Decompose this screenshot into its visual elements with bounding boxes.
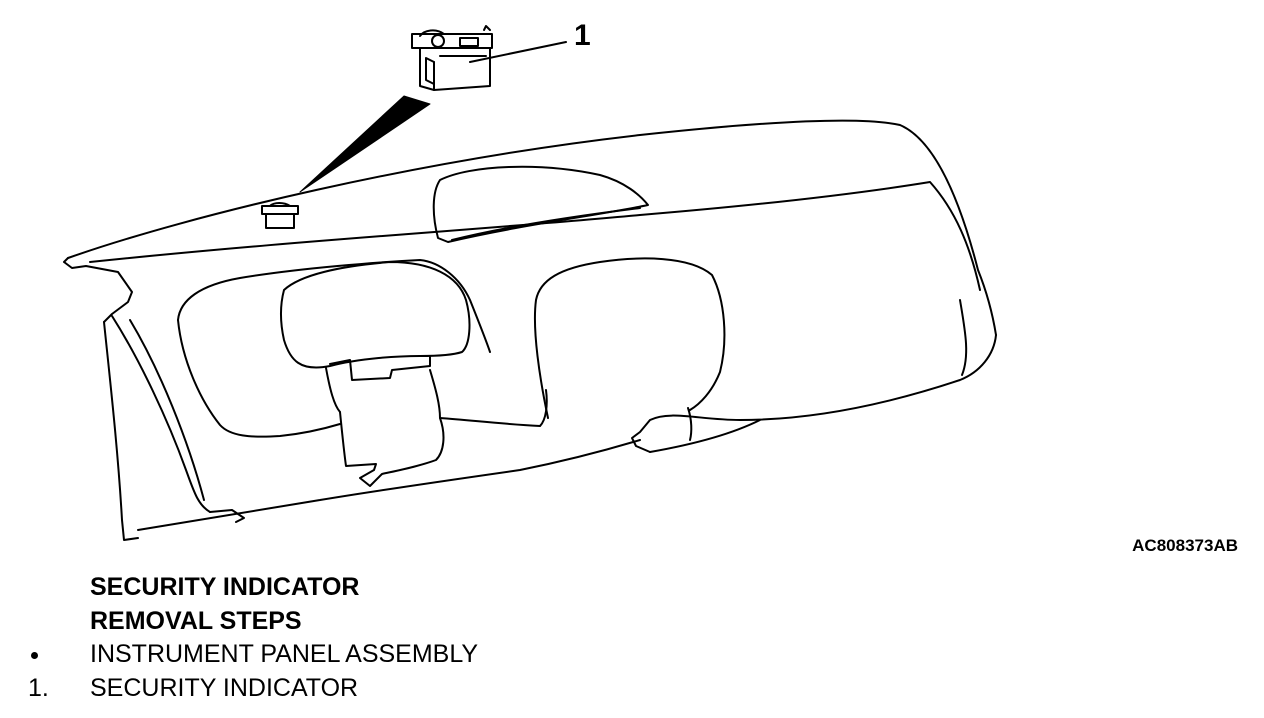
- steering-column-area: [280, 261, 471, 487]
- procedure-subtitle: REMOVAL STEPS: [90, 607, 302, 635]
- step-security-indicator: 1. SECURITY INDICATOR: [0, 672, 1264, 704]
- step-number: 1.: [28, 674, 49, 702]
- callout-leader-line: [469, 41, 567, 63]
- figure-code: AC808373AB: [1132, 536, 1238, 555]
- security-indicator-installed: [261, 202, 299, 229]
- callout-number-1: 1: [574, 19, 591, 52]
- glove-box-area: [533, 257, 726, 419]
- instrument-panel-diagram: [63, 25, 997, 541]
- security-indicator-enlarged: [411, 25, 493, 91]
- step-instrument-panel-assembly: INSTRUMENT PANEL ASSEMBLY: [0, 638, 1264, 670]
- leader-wedge: [299, 95, 431, 193]
- left-panel-cutout: [177, 259, 548, 438]
- bullet-icon: [31, 652, 38, 659]
- instrument-panel-outline: [63, 119, 997, 541]
- meter-hood: [432, 165, 649, 243]
- procedure-title: SECURITY INDICATOR: [90, 573, 360, 601]
- step-label: INSTRUMENT PANEL ASSEMBLY: [90, 640, 479, 668]
- step-label: SECURITY INDICATOR: [90, 674, 359, 702]
